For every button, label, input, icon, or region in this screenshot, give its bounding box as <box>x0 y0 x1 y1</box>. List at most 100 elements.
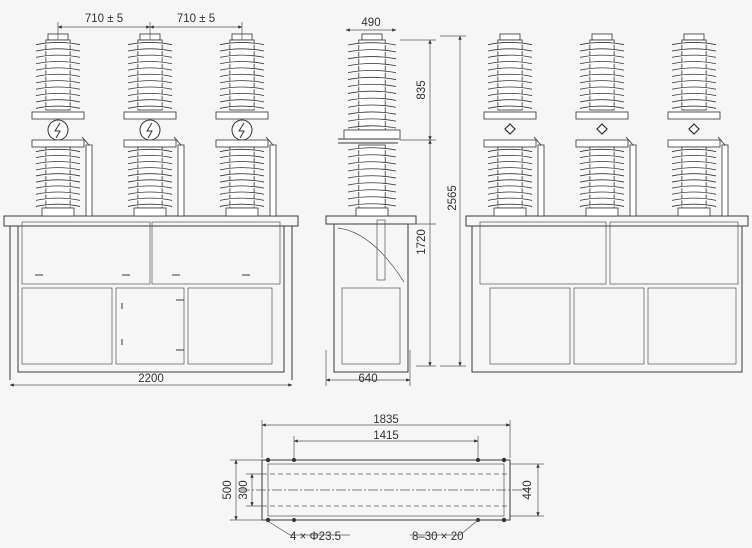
upper-insulator-shed <box>219 48 265 52</box>
lower-insulator-shed <box>35 179 81 183</box>
lower-insulator-shed <box>579 167 625 171</box>
pole-top-terminal <box>499 33 521 41</box>
lower-insulator-shed <box>127 155 173 159</box>
front-upper-left-door <box>21 221 151 285</box>
lower-insulator-shed <box>487 173 533 177</box>
lightning-icon <box>146 122 153 139</box>
lower-insulator <box>487 146 533 209</box>
side-upper-insulator-shed <box>347 118 397 122</box>
side-base-width-extension-lines <box>325 350 411 386</box>
current-transformer-symbol <box>139 119 161 141</box>
lower-insulator-shed <box>579 203 625 207</box>
lower-insulator-shed <box>35 197 81 201</box>
rear-view <box>465 33 749 373</box>
side-top-width-label: 490 <box>361 17 380 29</box>
base-hole-spacing-extension-lines <box>293 436 479 458</box>
lower-insulator-shed <box>671 191 717 195</box>
lower-insulator-shed <box>487 167 533 171</box>
side-pole-top-terminal <box>361 33 383 41</box>
upper-insulator-shed <box>487 92 533 96</box>
upper-insulator-shed <box>671 42 717 46</box>
upper-flange <box>215 111 269 120</box>
lower-insulator-shed <box>127 203 173 207</box>
lower-insulator-shed <box>35 173 81 177</box>
mounting-slot-top-inner-right <box>476 458 480 462</box>
lower-insulator-shed <box>579 148 625 152</box>
lower-insulator-shed <box>579 161 625 165</box>
linkage-arm <box>173 136 182 146</box>
side-upper-insulator-shed <box>347 42 397 46</box>
lower-insulator-shed <box>219 179 265 183</box>
front-pole-spacing-right-label: 710 ± 5 <box>177 13 215 25</box>
upper-insulator-shed <box>487 73 533 77</box>
upper-insulator-shed <box>671 92 717 96</box>
front-lower-middle-door <box>115 287 185 365</box>
lower-insulator-shed <box>487 155 533 159</box>
pole-1 <box>31 33 93 217</box>
upper-insulator-shed <box>127 54 173 58</box>
upper-insulator-shed <box>127 61 173 65</box>
side-lower-insulator <box>347 144 397 209</box>
lower-flange <box>123 139 177 148</box>
lower-insulator-shed <box>487 203 533 207</box>
upper-insulator-shed <box>219 54 265 58</box>
pole-3 <box>667 33 729 217</box>
lower-insulator-shed <box>35 185 81 189</box>
side-upper-insulator-shed <box>347 70 397 74</box>
side-upper-insulator-shed <box>347 104 397 108</box>
lower-insulator-shed <box>219 167 265 171</box>
lower-insulator-shed <box>127 197 173 201</box>
base-depth-label: 500 <box>222 480 234 499</box>
upper-insulator-shed <box>35 86 81 90</box>
lower-insulator-shed <box>487 185 533 189</box>
pole-base <box>493 207 527 217</box>
rear-lower-right-panel <box>647 287 737 365</box>
lightning-icon <box>54 122 61 139</box>
total-height-label: 2565 <box>447 185 459 211</box>
pole-3 <box>215 33 277 217</box>
side-upper-insulator <box>347 39 397 131</box>
upper-insulator-shed <box>487 67 533 71</box>
upper-insulator-shed <box>127 86 173 90</box>
lower-insulator-shed <box>127 191 173 195</box>
lower-insulator-shed <box>671 148 717 152</box>
side-upper-insulator-shed <box>347 63 397 67</box>
upper-insulator-shed <box>127 105 173 109</box>
lower-insulator-shed <box>487 148 533 152</box>
front-lower-left-door <box>21 287 113 365</box>
lower-insulator-shed <box>671 179 717 183</box>
lower-insulator-shed <box>487 197 533 201</box>
lower-insulator-shed <box>127 185 173 189</box>
front-pole-spacing-extension-lines <box>57 22 243 40</box>
lower-insulator-shed <box>35 167 81 171</box>
lower-insulator-shed <box>487 191 533 195</box>
upper-insulator <box>487 39 533 111</box>
lower-insulator-shed <box>35 161 81 165</box>
lower-insulator-shed <box>579 191 625 195</box>
upper-insulator-shed <box>127 48 173 52</box>
upper-insulator-shed <box>671 80 717 84</box>
upper-insulator <box>219 39 265 111</box>
pole-2 <box>575 33 637 217</box>
side-base-width-label: 640 <box>358 373 377 385</box>
side-lower-door <box>341 287 401 365</box>
upper-insulator-shed <box>219 67 265 71</box>
mounting-slot-top-inner-left <box>292 458 296 462</box>
upper-insulator <box>671 39 717 111</box>
upper-insulator-shed <box>671 105 717 109</box>
lower-flange <box>31 139 85 148</box>
terminal-diamond-icon <box>504 123 516 135</box>
lower-insulator-shed <box>671 161 717 165</box>
total-height-extension-lines <box>440 35 466 367</box>
upper-insulator <box>127 39 173 111</box>
upper-flange <box>483 111 537 120</box>
side-lower-insulator-shed <box>347 196 397 200</box>
mounting-slot-bottom-inner-left <box>292 518 296 522</box>
lower-insulator-shed <box>487 161 533 165</box>
lower-insulator-shed <box>671 173 717 177</box>
side-upper-flange <box>343 129 401 140</box>
upper-insulator-shed <box>219 80 265 84</box>
lower-insulator <box>127 146 173 209</box>
lower-insulator-shed <box>671 167 717 171</box>
upper-insulator-shed <box>671 54 717 58</box>
